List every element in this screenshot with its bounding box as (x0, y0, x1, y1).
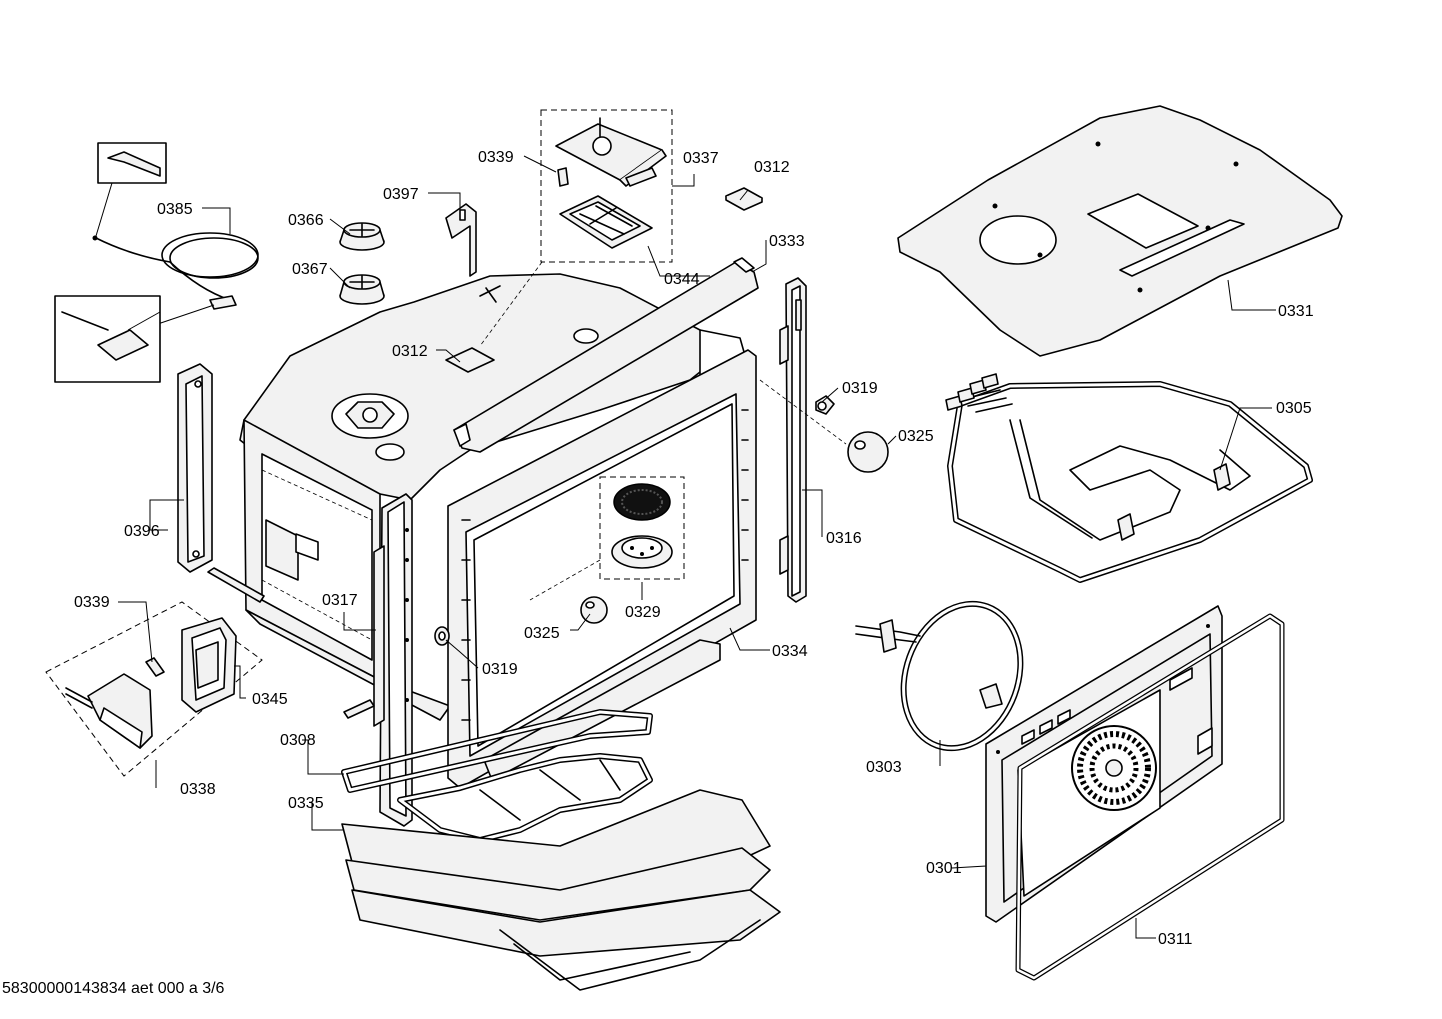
part-0303-ring-heater (855, 600, 1024, 752)
group-box-0338 (45, 601, 263, 777)
alignment-lines (479, 261, 847, 601)
part-0316-right-upright (779, 277, 807, 603)
part-0325-lamp-cover-right (847, 431, 889, 473)
label-0331: 0331 (1278, 303, 1314, 320)
label-0367: 0367 (292, 261, 328, 278)
document-id-footer: 58300000143834 aet 000 a 3/6 (2, 980, 225, 997)
label-0311: 0311 (1158, 931, 1193, 948)
label-0397: 0397 (383, 186, 419, 203)
label-0344: 0344 (664, 271, 700, 288)
part-0319-lamp-holder-mid (434, 626, 450, 646)
part-0312-clip-top (725, 187, 763, 211)
part-0339-pin-lower (145, 657, 165, 677)
part-0319-lamp-holder-right (815, 395, 835, 415)
label-0325-right: 0325 (898, 428, 934, 445)
part-0301-back-panel (985, 605, 1223, 923)
label-0301: 0301 (926, 860, 962, 877)
part-0339-pin (557, 167, 569, 187)
part-0337-fan-motor-plate (555, 117, 667, 187)
label-0329: 0329 (625, 604, 661, 621)
label-0312-mid: 0312 (392, 343, 428, 360)
part-0396-side-bracket (177, 363, 213, 573)
part-0397-bracket (445, 203, 477, 277)
part-0367-fan-wheel (339, 274, 385, 305)
part-0385-cable-sensor (54, 142, 259, 383)
label-0319-mid: 0319 (482, 661, 518, 678)
part-0317-left-upright (343, 493, 413, 827)
part-0311-gasket (1015, 613, 1285, 981)
label-0303: 0303 (866, 759, 902, 776)
label-0305: 0305 (1276, 400, 1312, 417)
part-0305-top-grill (945, 373, 1313, 583)
part-0345-lamp-box (181, 617, 237, 713)
group-box-0337 (540, 109, 673, 263)
leader-lines (118, 155, 1276, 939)
label-0312-top: 0312 (754, 159, 790, 176)
part-number-labels: 0385 0366 0367 0397 0339 0337 0312 0344 … (74, 149, 1314, 948)
label-0325-mid: 0325 (524, 625, 560, 642)
part-0344-shield (559, 195, 653, 249)
label-0319-right: 0319 (842, 380, 878, 397)
part-0329-fan-cover (611, 535, 673, 569)
part-0338-thermostat (65, 673, 153, 749)
label-0385: 0385 (157, 201, 193, 218)
label-0396: 0396 (124, 523, 160, 540)
part-0366-fan-wheel (339, 222, 385, 251)
label-0317: 0317 (322, 592, 358, 609)
label-0338: 0338 (180, 781, 216, 798)
label-0308: 0308 (280, 732, 316, 749)
label-0339-top: 0339 (478, 149, 514, 166)
part-0333-front-rail (453, 257, 759, 453)
label-0333: 0333 (769, 233, 805, 250)
label-0335: 0335 (288, 795, 324, 812)
label-0316: 0316 (826, 530, 862, 547)
part-0335-insulation (341, 789, 781, 991)
group-box-0329 (599, 476, 685, 580)
part-0329-filter-mesh (613, 483, 671, 521)
label-0334: 0334 (772, 643, 808, 660)
part-0325-lamp-cover-mid (580, 596, 608, 624)
label-0345: 0345 (252, 691, 288, 708)
label-0339-lower: 0339 (74, 594, 110, 611)
label-0337: 0337 (683, 150, 719, 167)
label-0366: 0366 (288, 212, 324, 229)
part-0331-top-cover (897, 105, 1343, 357)
